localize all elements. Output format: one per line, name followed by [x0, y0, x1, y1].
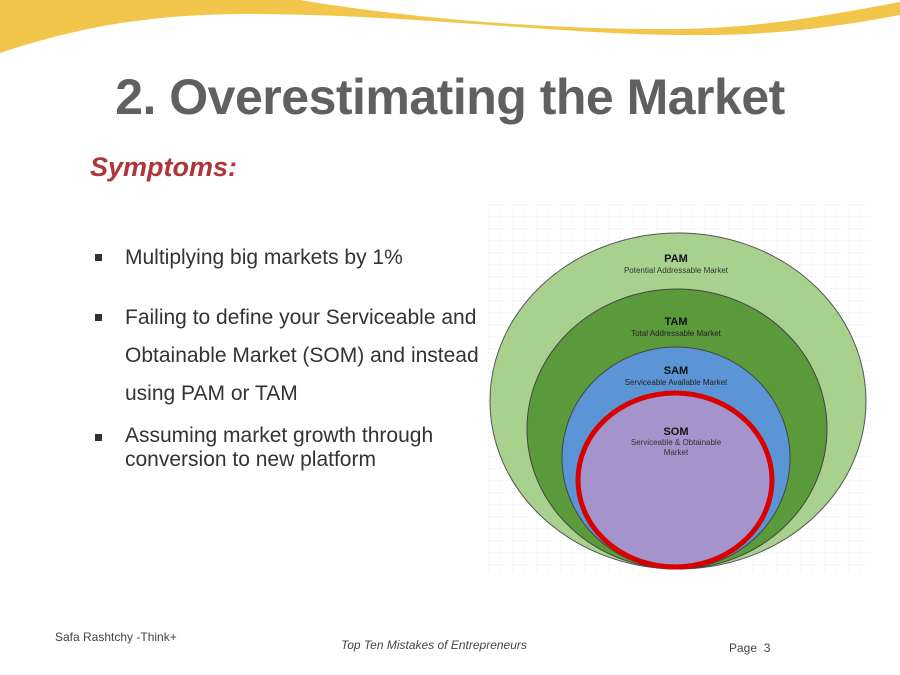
som-abbr: SOM [663, 426, 688, 438]
bullet-text: Assuming market growth through conversio… [125, 424, 434, 471]
page-number: 3 [763, 641, 771, 655]
bullet-square-icon [95, 254, 102, 261]
slide-title: 2. Overestimating the Market [115, 69, 785, 125]
page-label: Page [729, 641, 758, 655]
bullet-square-icon [95, 434, 102, 441]
footer-title: Top Ten Mistakes of Entrepreneurs [341, 638, 527, 652]
footer-page: Page 3 [729, 641, 770, 655]
bullet-text: Failing to define your Serviceable and O… [125, 306, 479, 405]
bullet-square-icon [95, 314, 102, 321]
som-circle [575, 390, 775, 570]
pam-label: Potential Addressable Market [624, 266, 729, 275]
sam-abbr: SAM [664, 365, 688, 377]
market-size-diagram: PAM Potential Addressable Market TAM Tot… [488, 204, 872, 572]
header-wave [0, 0, 900, 53]
som-label-line1: Serviceable & Obtainable [631, 438, 722, 447]
footer-author: Safa Rashtchy -Think+ [55, 630, 177, 644]
som-label-line2: Market [664, 448, 689, 457]
symptoms-heading: Symptoms: [90, 152, 238, 182]
bullet-text: Multiplying big markets by 1% [125, 246, 403, 269]
tam-label: Total Addressable Market [631, 329, 722, 338]
sam-label: Serviceable Available Market [625, 378, 728, 387]
pam-abbr: PAM [664, 253, 688, 265]
tam-abbr: TAM [664, 316, 687, 328]
